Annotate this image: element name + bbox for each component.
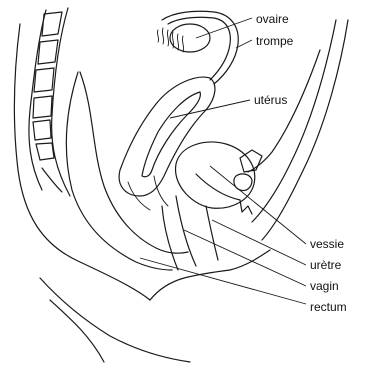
leader-rectum <box>140 258 306 304</box>
vertebra-6 <box>36 143 54 160</box>
label-rectum: rectum <box>310 300 347 314</box>
label-uterus: utérus <box>254 93 287 107</box>
thigh-outline <box>40 278 190 362</box>
vertebra-2 <box>38 40 58 64</box>
uterus-cervix <box>128 176 168 210</box>
vertebra-3 <box>34 68 54 92</box>
label-trompe: trompe <box>256 34 294 48</box>
spine <box>29 8 70 196</box>
label-vagin: vagin <box>310 279 339 293</box>
bladder-outline <box>176 142 255 208</box>
pubic-symphysis <box>234 150 262 191</box>
perineum-outline <box>150 250 270 300</box>
tube-and-ovary <box>157 11 238 84</box>
vertebra-5 <box>33 120 51 140</box>
rectum-wall-inner <box>80 72 188 253</box>
rectum <box>66 72 188 270</box>
thigh-outline-2 <box>50 300 104 362</box>
spine-front-contour <box>29 10 46 190</box>
leader-vessie <box>210 166 306 244</box>
label-uretre: urètre <box>310 258 342 272</box>
abdominal-wall <box>248 20 348 240</box>
bladder <box>176 142 255 214</box>
leader-lines <box>140 18 306 304</box>
label-ovaire: ovaire <box>256 12 289 26</box>
leader-uretre <box>212 220 306 265</box>
urethra-channel <box>206 206 218 260</box>
label-vessie: vessie <box>310 237 344 251</box>
vertebra-4 <box>33 96 52 118</box>
vaginal-channel-back <box>162 206 178 270</box>
ovary <box>170 24 210 52</box>
leader-vagin <box>184 230 306 286</box>
uterus-inner-cavity <box>142 92 200 177</box>
